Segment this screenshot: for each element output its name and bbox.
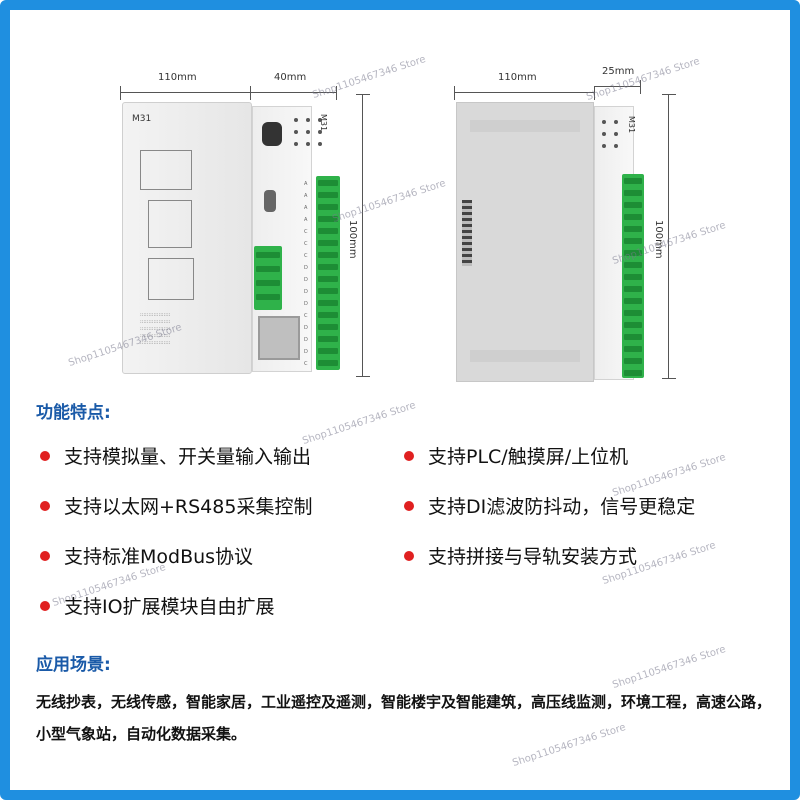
feature-item: 支持模拟量、开关量输入输出 bbox=[40, 442, 311, 469]
io-terminal-block bbox=[316, 176, 340, 370]
product-image-front: 110mm 40mm 100mm M31 :::::::::::::::::::… bbox=[10, 10, 390, 390]
dim-width-label-side: 110mm bbox=[498, 72, 537, 83]
usb-c-port bbox=[264, 190, 276, 212]
dim-height-label: 100mm bbox=[347, 220, 358, 259]
product-image-side: 110mm 25mm 100mm M31 bbox=[430, 10, 790, 390]
io-terminal-block-side bbox=[622, 174, 644, 378]
dim-depth-label-side: 25mm bbox=[602, 66, 635, 77]
dim-width-label: 110mm bbox=[158, 72, 197, 83]
bullet-icon bbox=[404, 500, 414, 511]
dim-line-height bbox=[362, 94, 363, 376]
applications-heading: 应用场景: bbox=[36, 655, 111, 675]
feature-item: 支持以太网+RS485采集控制 bbox=[40, 492, 312, 519]
feature-item: 支持拼接与导轨安装方式 bbox=[404, 542, 637, 569]
circuit-diagram bbox=[140, 150, 192, 190]
feature-item: 支持PLC/触摸屏/上位机 bbox=[404, 442, 628, 469]
robot-logo-icon bbox=[262, 122, 282, 146]
dim-line-width bbox=[120, 92, 250, 93]
ethernet-port bbox=[258, 316, 300, 360]
bullet-icon bbox=[40, 550, 50, 561]
device-case-front bbox=[122, 102, 252, 374]
bullet-icon bbox=[404, 550, 414, 561]
expansion-connector bbox=[462, 200, 472, 266]
bullet-icon bbox=[40, 500, 50, 511]
dim-line-depth bbox=[250, 92, 336, 93]
model-label: M31 bbox=[132, 114, 152, 124]
rs485-terminal bbox=[254, 246, 282, 310]
bullet-icon bbox=[40, 600, 50, 611]
bullet-icon bbox=[404, 450, 414, 461]
device-side-body bbox=[456, 102, 594, 382]
feature-item: 支持DI滤波防抖动，信号更稳定 bbox=[404, 492, 695, 519]
feature-item: 支持标准ModBus协议 bbox=[40, 542, 253, 569]
dim-depth-label: 40mm bbox=[274, 72, 307, 83]
feature-item: 支持IO扩展模块自由扩展 bbox=[40, 592, 275, 619]
features-heading: 功能特点: bbox=[36, 403, 111, 423]
bullet-icon bbox=[40, 450, 50, 461]
applications-text: 无线抄表，无线传感，智能家居，工业遥控及遥测，智能楼宇及智能建筑，高压线监测，环… bbox=[36, 693, 772, 743]
product-page: 110mm 40mm 100mm M31 :::::::::::::::::::… bbox=[10, 10, 790, 790]
